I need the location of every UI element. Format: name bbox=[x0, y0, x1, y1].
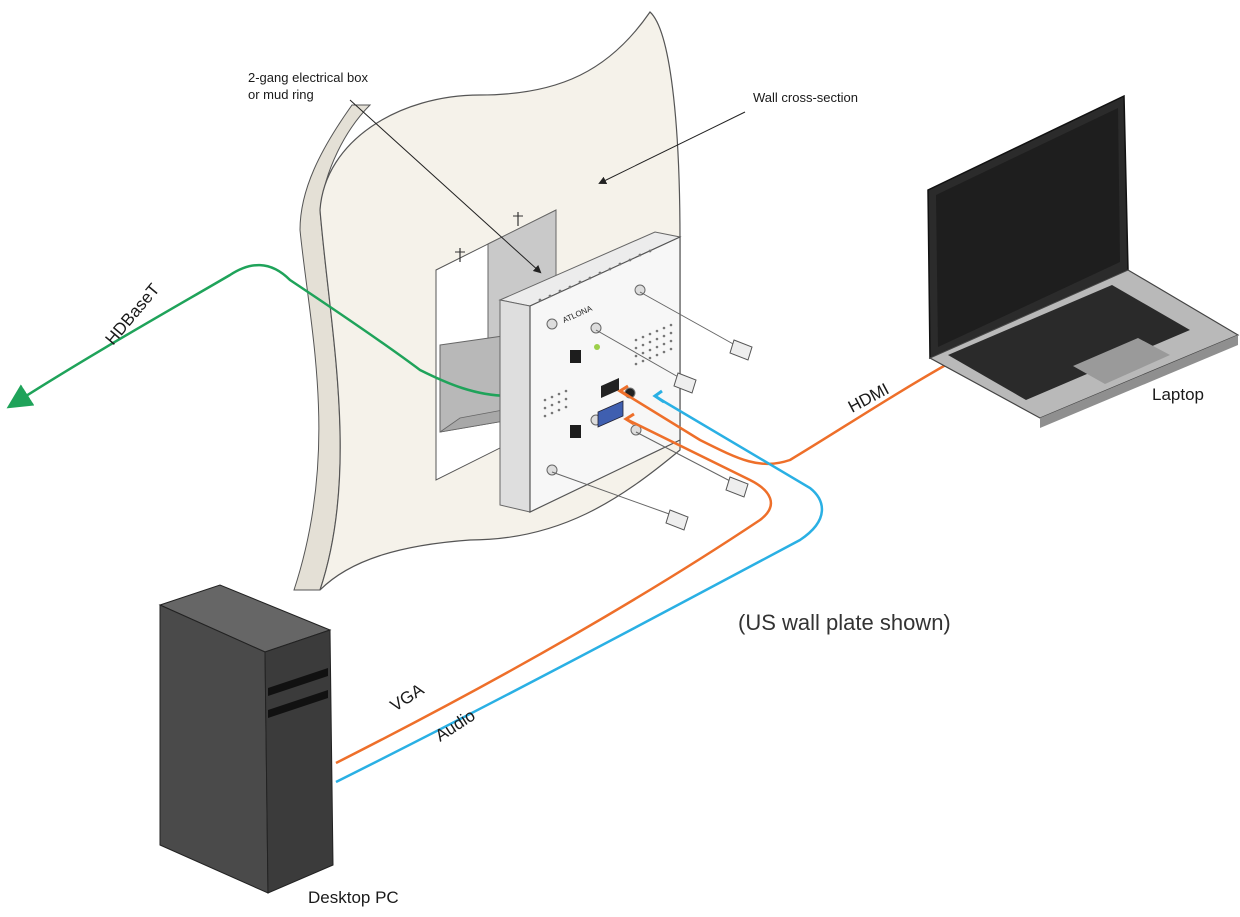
desktop-pc-label: Desktop PC bbox=[308, 888, 399, 907]
electrical-box-label-line2: or mud ring bbox=[248, 87, 314, 102]
audio-cable bbox=[335, 396, 824, 784]
screws bbox=[551, 291, 753, 531]
vga-label: VGA bbox=[387, 680, 428, 716]
wall-cross-section-label: Wall cross-section bbox=[753, 90, 858, 105]
wall-plate: ATLONA bbox=[498, 231, 682, 513]
laptop-label: Laptop bbox=[1152, 385, 1204, 404]
wall-plate-note: (US wall plate shown) bbox=[738, 610, 951, 635]
vga-cable bbox=[335, 418, 772, 765]
desktop-pc-illustration bbox=[158, 584, 334, 894]
laptop-illustration bbox=[927, 94, 1240, 428]
audio-label: Audio bbox=[432, 706, 479, 746]
hdmi-cable bbox=[621, 355, 961, 466]
hdbaset-label: HDBaseT bbox=[102, 280, 164, 349]
electrical-box-label-line1: 2-gang electrical box bbox=[248, 70, 368, 85]
hdbaset-cable bbox=[6, 263, 521, 409]
